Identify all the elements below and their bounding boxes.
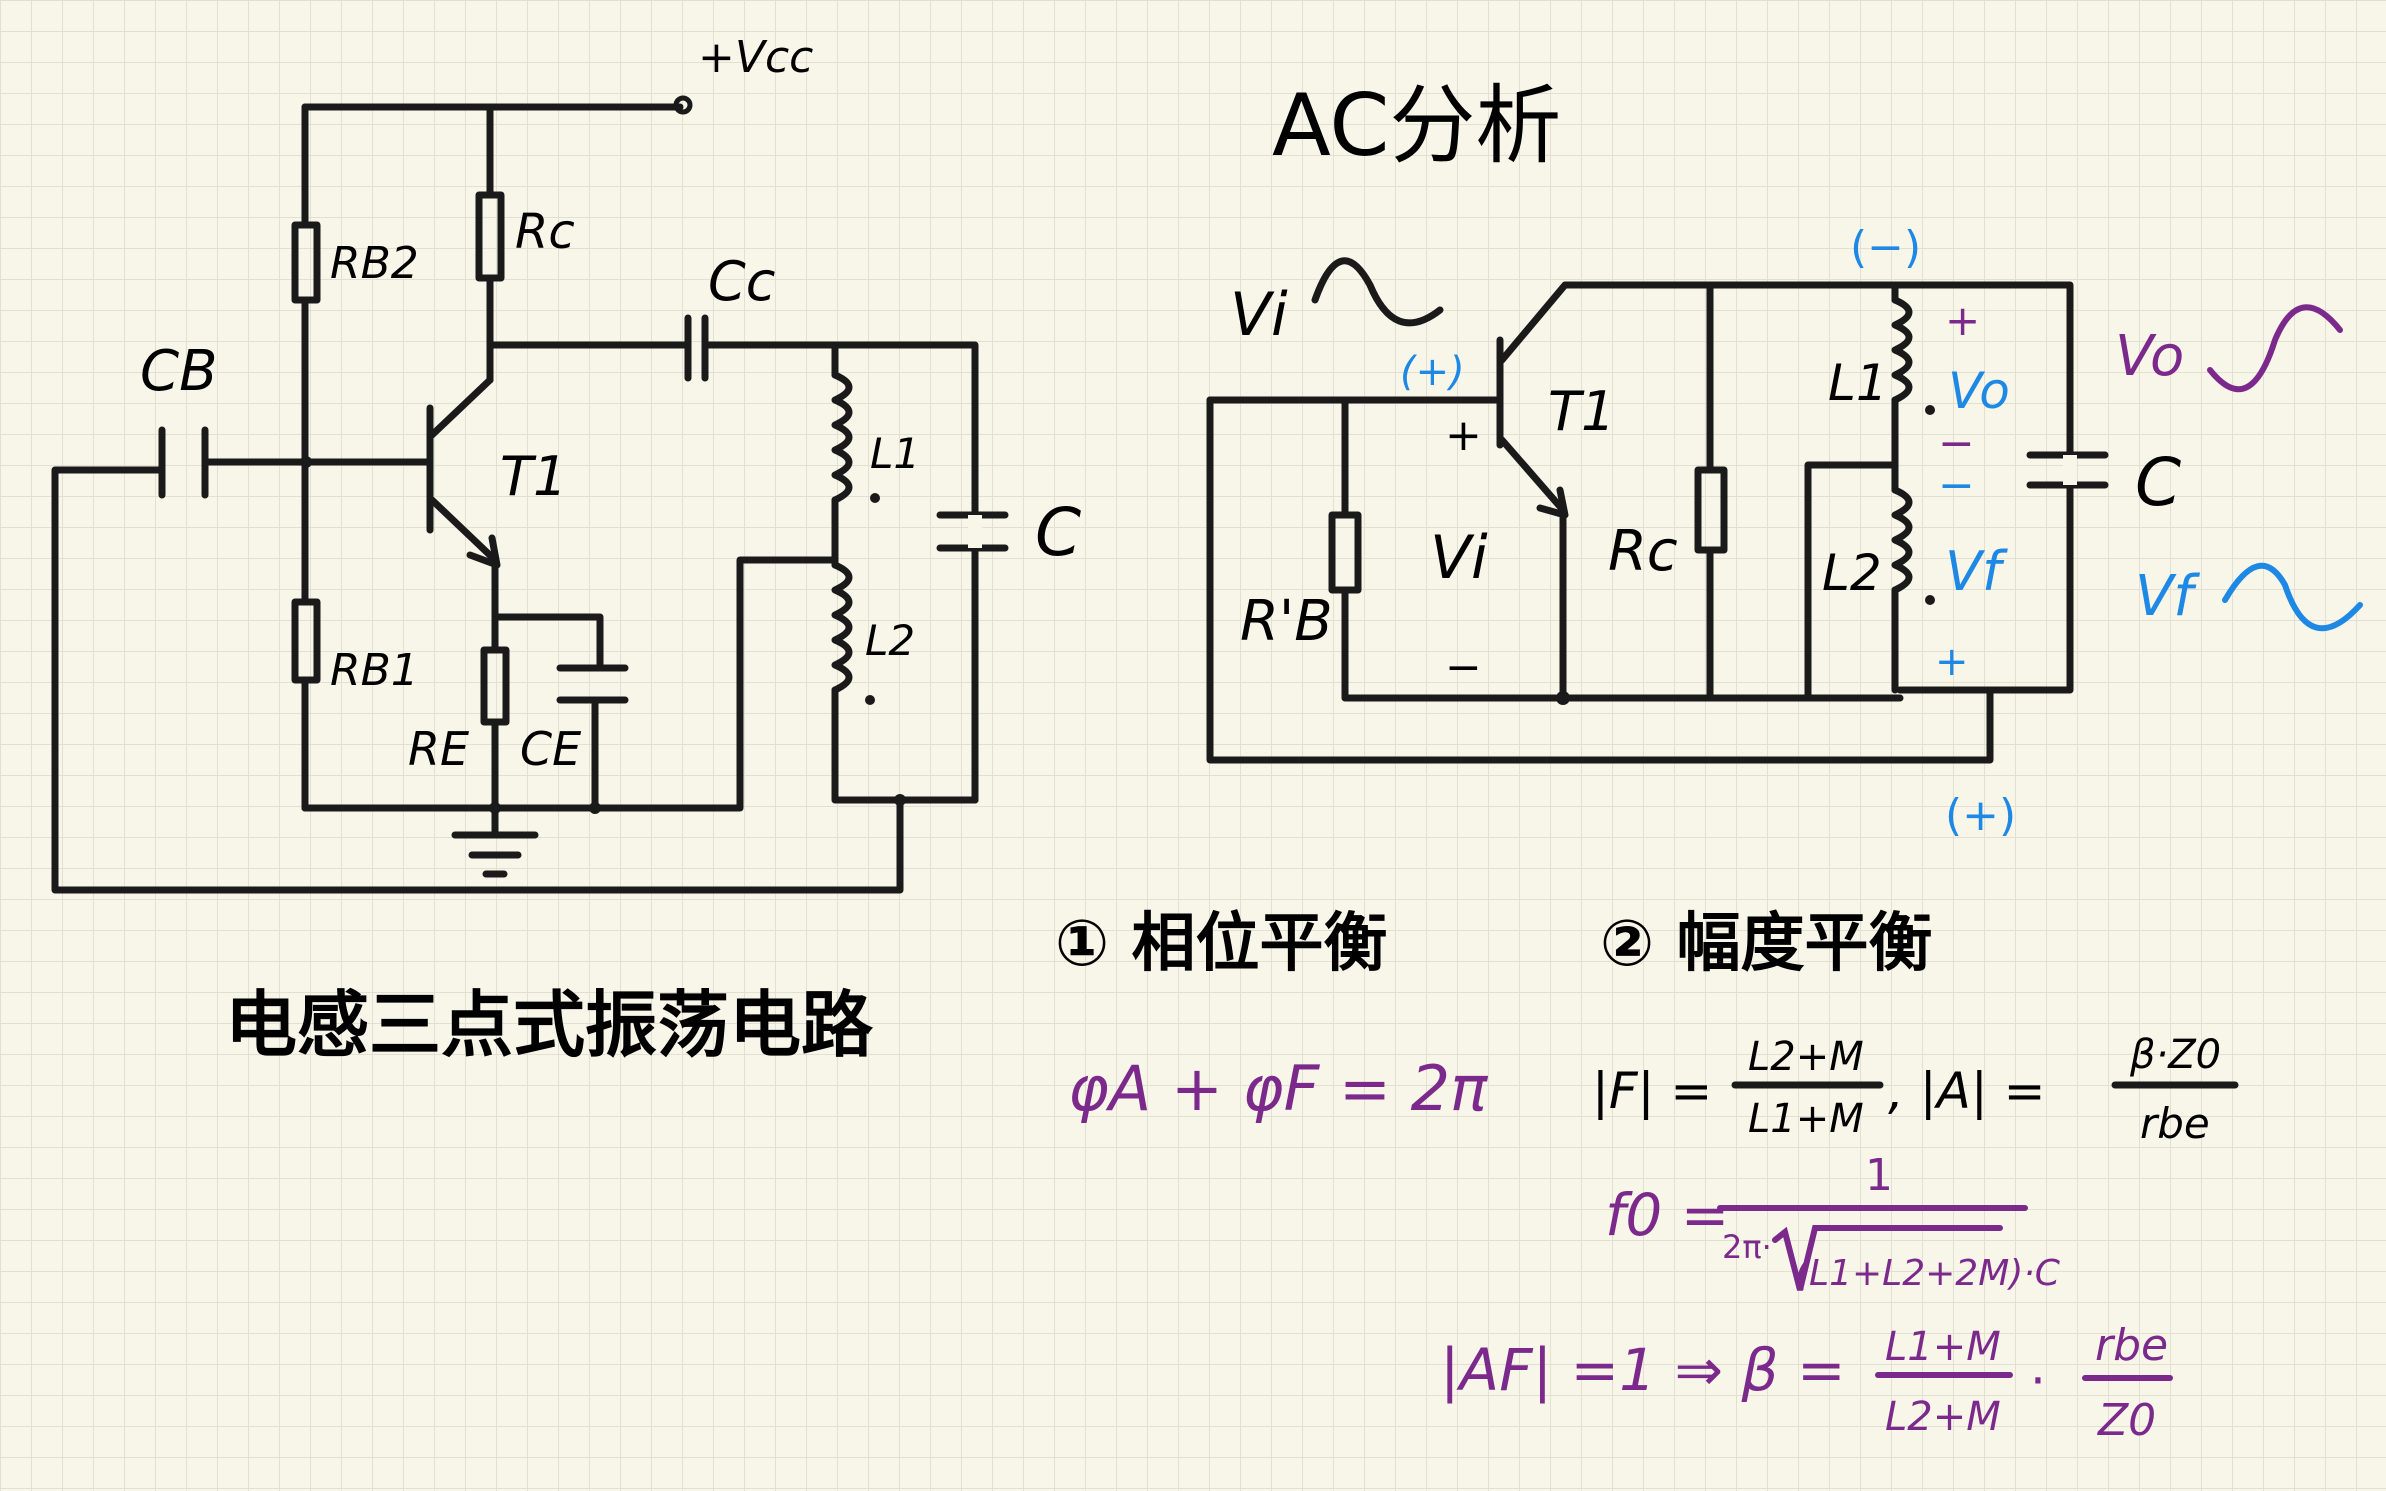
- af-num2: rbe: [2095, 1320, 2168, 1371]
- vf-label: Vf: [1945, 540, 2008, 603]
- rc-resistor: [1694, 466, 1728, 554]
- l1-inductor: [831, 371, 853, 504]
- vi-source-label: Vi: [1230, 280, 1288, 350]
- a-abs-lhs: , |A| =: [1888, 1062, 2045, 1120]
- vi-sine-wave: [1311, 257, 1444, 327]
- left-circuit: +Vcc RB2 Rc Cc CB T1 L1 L2 C RB1 RE CE 电…: [51, 32, 1081, 1067]
- feedback-wire: [51, 466, 904, 894]
- cb-label: CB: [140, 339, 218, 404]
- l2-label: L2: [1822, 544, 1882, 602]
- cc-to-tank-wire: [701, 341, 979, 804]
- l1-dot: [870, 493, 880, 503]
- emitter-wire: [1498, 436, 1567, 702]
- cb-capacitor: [158, 426, 209, 499]
- f0-lhs: f0 =: [1605, 1181, 1729, 1249]
- phase-balance-title: ① 相位平衡: [1055, 907, 1387, 981]
- a-den: rbe: [2140, 1099, 2210, 1148]
- re-label: RE: [408, 722, 469, 776]
- vcc-label: +Vcc: [698, 32, 813, 83]
- vo-label: Vo: [1948, 362, 2010, 420]
- l2-minus-label: −: [1938, 460, 1975, 511]
- a-num: β·Z0: [2129, 1032, 2221, 1078]
- c-label: C: [1035, 494, 1081, 571]
- vcc-terminal: [673, 95, 693, 115]
- ce-label: CE: [520, 722, 581, 776]
- collector-top-wire: [1498, 281, 2074, 694]
- l-tap-wire: [1804, 461, 1899, 702]
- rb2-resistor: [291, 221, 321, 304]
- af-den1: L2+M: [1885, 1394, 2001, 1440]
- l2-inductor: [831, 561, 853, 694]
- phase-equation: φA + φF = 2π: [1068, 1052, 1489, 1125]
- re-resistor: [480, 646, 510, 726]
- plus-blue-top-label: (+): [1400, 349, 1465, 395]
- rb1-resistor: [291, 598, 321, 684]
- rb1-label: RB1: [330, 645, 419, 696]
- l2-plus-label: +: [1935, 639, 1969, 685]
- ce-capacitor: [491, 613, 629, 812]
- rb2-label: RB2: [330, 238, 419, 289]
- f0-den-a: 2π·: [1722, 1228, 1772, 1266]
- af-num1: L1+M: [1885, 1324, 2001, 1370]
- f-den: L1+M: [1748, 1096, 1864, 1142]
- cc-capacitor: [684, 314, 709, 382]
- rc-label: Rc: [515, 204, 575, 260]
- vf-wave-label: Vf: [2135, 564, 2200, 629]
- c-label: C: [2135, 444, 2181, 521]
- l1-minus-label: −: [1938, 418, 1975, 469]
- plus-blue-bottom-label: (+): [1945, 790, 2016, 841]
- t1-label: T1: [500, 445, 567, 508]
- rb-prime-label: R'B: [1240, 589, 1333, 654]
- outer-loop-wire: [1206, 396, 1994, 764]
- vo-wave-label: Vo: [2115, 324, 2184, 389]
- rb-prime-wire: [1341, 396, 1904, 702]
- l2-dot: [865, 695, 875, 705]
- ground-symbol: [451, 804, 539, 878]
- plus-label: +: [1445, 410, 1482, 461]
- vo-sine-wave: [2207, 304, 2343, 393]
- amplitude-balance-title: ② 幅度平衡: [1600, 907, 1932, 981]
- l1-label: L1: [870, 429, 920, 478]
- af-den2: Z0: [2097, 1395, 2156, 1446]
- ac-title: AC分析: [1272, 76, 1561, 176]
- notes: ① 相位平衡 φA + φF = 2π ② 幅度平衡 |F| = L2+M L1…: [1055, 907, 2239, 1446]
- f-num: L2+M: [1748, 1034, 1864, 1080]
- right-circuit: AC分析 Vi (+) (−) (+) + Vi: [1206, 76, 2363, 841]
- l2-bottom-wire: [831, 686, 979, 804]
- l2-inductor: [1891, 486, 1913, 594]
- rb-prime-resistor: [1328, 511, 1362, 594]
- f0-sqrt-sign: [1772, 1225, 2003, 1291]
- t1-emitter-arrow: [1536, 486, 1569, 519]
- f0-den-b: (L1+L2+2M)·C: [1795, 1253, 2061, 1294]
- l1-label: L1: [1828, 354, 1888, 412]
- f-abs-lhs: |F| =: [1592, 1062, 1712, 1120]
- t1-leads: [428, 376, 499, 564]
- af-lhs: |AF| =1 ⇒ β =: [1440, 1336, 1846, 1404]
- t1-label: T1: [1548, 380, 1615, 443]
- af-dot: ·: [2030, 1352, 2046, 1410]
- ground-rail: [301, 556, 839, 812]
- cc-label: Cc: [708, 250, 775, 313]
- rc-label: Rc: [1608, 519, 1678, 584]
- left-circuit-title: 电感三点式振荡电路: [225, 983, 874, 1067]
- minus-label: −: [1445, 642, 1482, 693]
- l1-inductor: [1891, 296, 1913, 404]
- vf-sine-wave: [2222, 562, 2363, 632]
- rc-resistor: [475, 191, 505, 282]
- f0-num: 1: [1865, 1150, 1893, 1201]
- l2-label: L2: [865, 616, 915, 665]
- minus-blue-top-label: (−): [1850, 222, 1921, 273]
- vi-mid-label: Vi: [1430, 523, 1488, 593]
- l1-plus-label: +: [1945, 296, 1980, 345]
